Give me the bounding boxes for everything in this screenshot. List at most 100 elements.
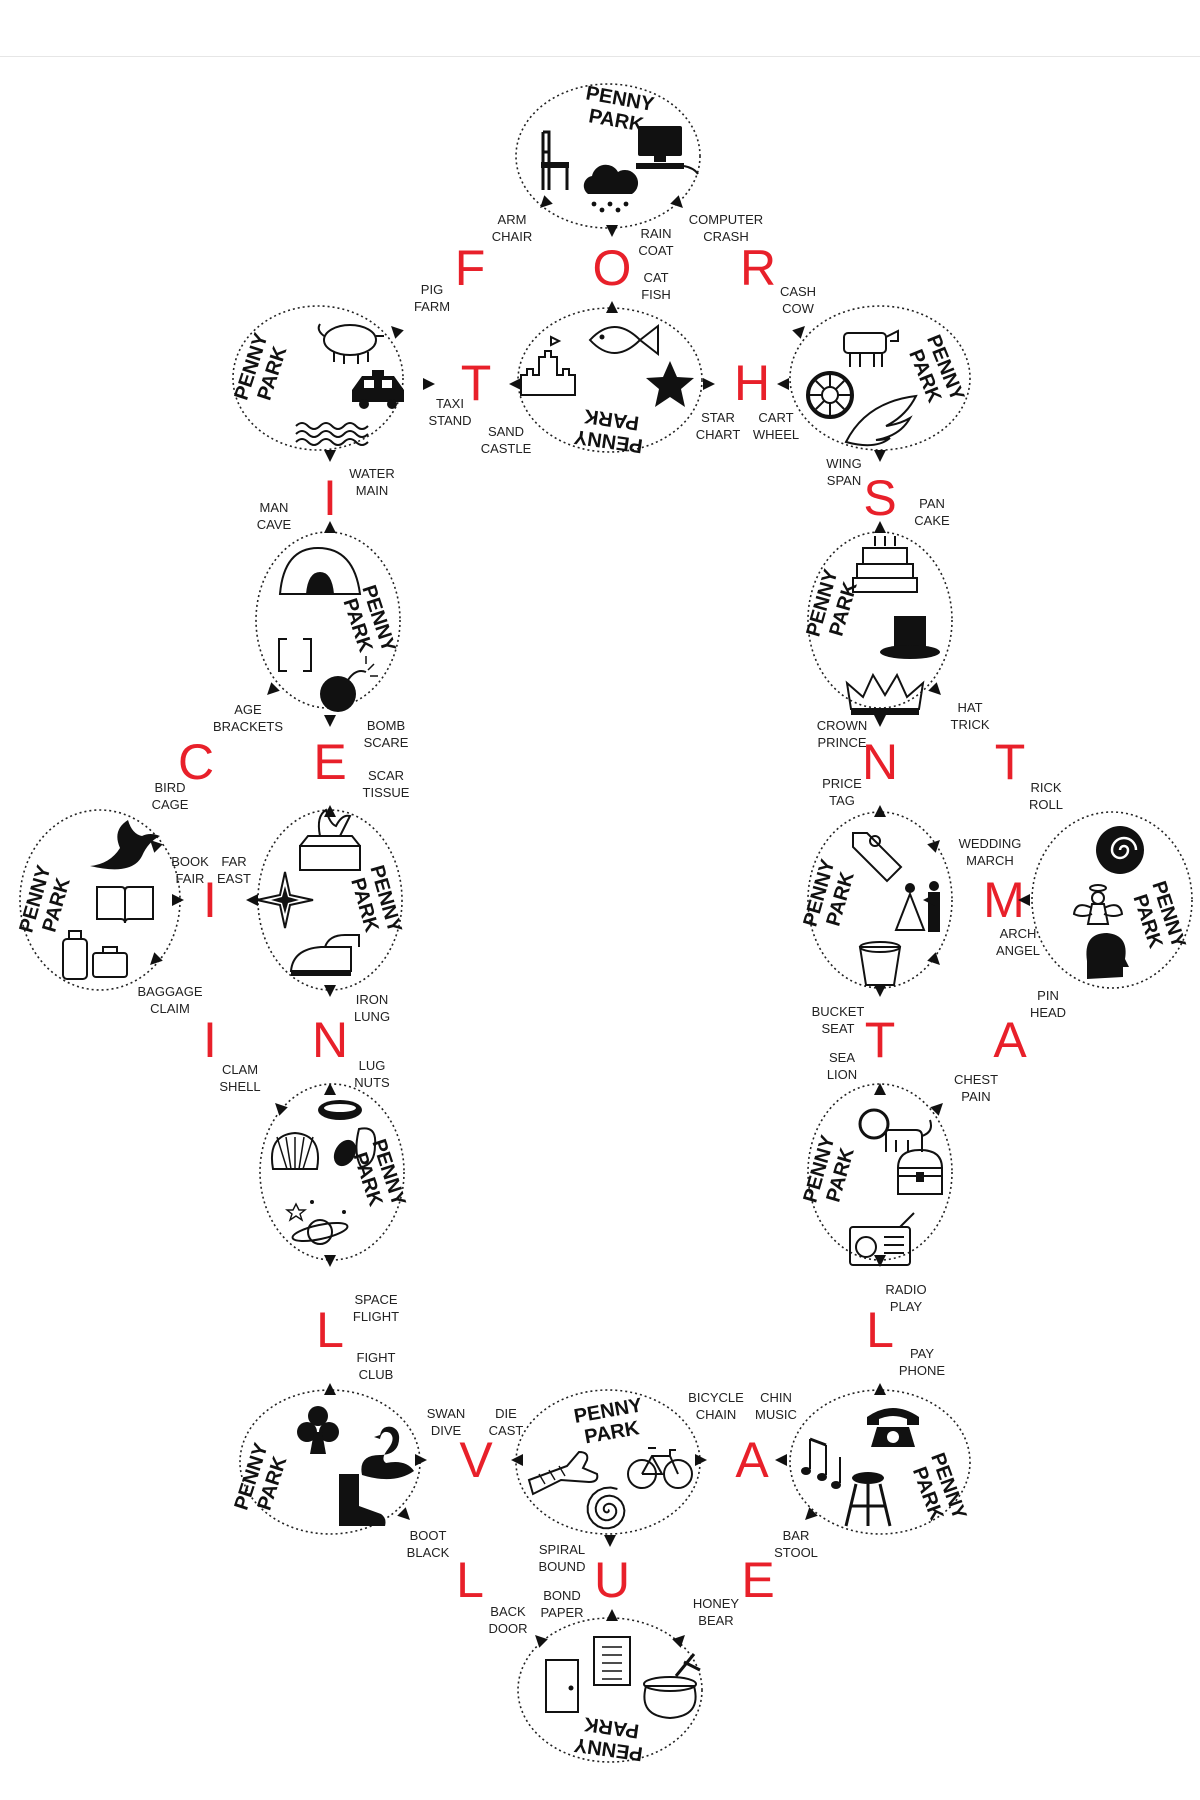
label-word: CAVE — [257, 517, 292, 532]
rain-cloud-icon — [583, 164, 639, 213]
label-word: MAIN — [356, 483, 389, 498]
label-word: STAR — [701, 410, 735, 425]
scallop-shell-icon — [271, 1131, 319, 1170]
cave-icon — [278, 546, 362, 595]
connector-arrow — [172, 894, 184, 906]
label-word: FAIR — [176, 871, 205, 886]
label-word: STAND — [428, 413, 471, 428]
label-word: CHART — [696, 427, 741, 442]
label-word: PHONE — [899, 1363, 946, 1378]
bar-stool-icon — [844, 1472, 892, 1527]
label-word: ARM — [498, 212, 527, 227]
lion-icon — [858, 1108, 932, 1152]
connector-arrow — [703, 378, 715, 390]
label-word: BUCKET — [812, 1004, 865, 1019]
label-word: BRACKETS — [213, 719, 283, 734]
shell-pair-icon — [318, 1100, 362, 1120]
label-word: PAPER — [540, 1605, 583, 1620]
music-notes-icon — [801, 1437, 841, 1489]
puzzle-letter: I — [203, 1012, 217, 1068]
label-word: PAIN — [961, 1089, 990, 1104]
nuts-icon — [333, 1127, 377, 1169]
label-word: CASTLE — [481, 441, 532, 456]
puzzle-letter: L — [456, 1552, 484, 1608]
label-word: FAR — [221, 854, 246, 869]
label-word: BACK — [490, 1604, 526, 1619]
label-word: BEAR — [698, 1613, 733, 1628]
label-word: PIN — [1037, 988, 1059, 1003]
connector-arrow — [874, 1255, 886, 1267]
label-word: LION — [827, 1067, 857, 1082]
label-word: CHIN — [760, 1390, 792, 1405]
label-word: CASH — [780, 284, 816, 299]
label-word: CLAIM — [150, 1001, 190, 1016]
puzzle-letter: E — [313, 734, 346, 790]
label-word: SCARE — [364, 735, 409, 750]
boot-icon — [339, 1474, 386, 1526]
brackets-icon — [278, 638, 312, 672]
arrows-layer — [150, 195, 1030, 1648]
label-word: PIG — [421, 282, 443, 297]
puzzle-letter: N — [312, 1012, 348, 1068]
cake-icon — [852, 536, 918, 593]
connector-arrow — [606, 225, 618, 237]
connector-arrow — [540, 195, 553, 208]
label-word: SEAT — [822, 1021, 855, 1036]
label-word: PAN — [919, 496, 945, 511]
label-word: FARM — [414, 299, 450, 314]
label-word: DIVE — [431, 1423, 462, 1438]
door-icon — [545, 1659, 579, 1713]
connector-arrow — [606, 1609, 618, 1621]
tissue-box-icon — [299, 808, 361, 871]
label-word: HEAD — [1030, 1005, 1066, 1020]
puzzle-letter: V — [459, 1432, 493, 1488]
puzzle-letter: I — [323, 470, 337, 526]
connector-arrow — [324, 521, 336, 533]
connector-arrow — [391, 326, 404, 339]
label-word: NUTS — [354, 1075, 390, 1090]
label-word: BIRD — [154, 780, 185, 795]
bomb-icon — [320, 656, 378, 712]
puzzle-letter: N — [862, 734, 898, 790]
label-word: CLAM — [222, 1062, 258, 1077]
label-word: PAY — [910, 1346, 934, 1361]
cow-icon — [843, 329, 899, 367]
label-word: ANGEL — [996, 943, 1040, 958]
top-hat-icon — [880, 616, 940, 659]
computer-icon — [636, 126, 699, 175]
puzzle-letter: T — [865, 1012, 896, 1068]
connector-arrow — [874, 715, 886, 727]
label-word: CAKE — [914, 513, 950, 528]
label-word: CAGE — [152, 797, 189, 812]
price-tag-icon — [852, 832, 903, 883]
puzzle-letter: S — [863, 470, 896, 526]
connector-arrow — [606, 301, 618, 313]
connector-arrow — [874, 985, 886, 997]
